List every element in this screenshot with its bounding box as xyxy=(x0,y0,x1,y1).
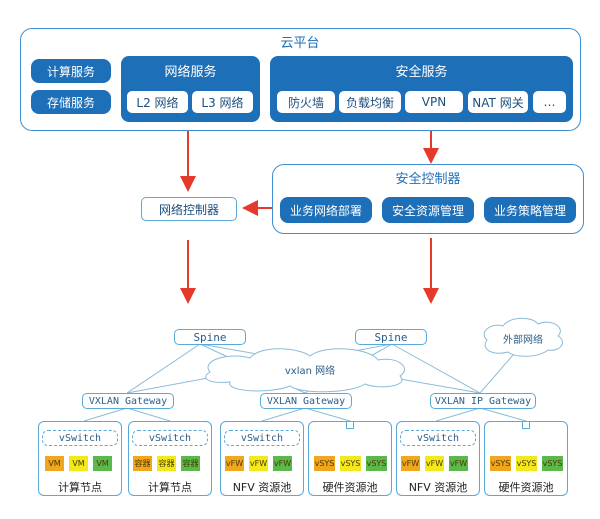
l2-network-chip: L2 网络 xyxy=(127,91,188,113)
vswitch-4: vSwitch xyxy=(400,430,476,446)
vfw-2: vFW xyxy=(249,456,268,471)
vsys-2: vSYS xyxy=(340,456,361,471)
vm-1: VM xyxy=(45,456,64,471)
hw-uplink-port-1 xyxy=(346,421,354,429)
container-3: 容器 xyxy=(181,456,200,471)
vsys-1: vSYS xyxy=(314,456,335,471)
network-service-title: 网络服务 xyxy=(164,64,217,80)
vxlan-gateway-2: VXLAN Gateway xyxy=(260,393,352,409)
vfw-5: vFW xyxy=(425,456,444,471)
vxlan-gateway-1: VXLAN Gateway xyxy=(82,393,174,409)
vfw-1: vFW xyxy=(225,456,244,471)
business-network-deploy-box: 业务网络部署 xyxy=(280,197,372,223)
l3-network-chip: L3 网络 xyxy=(192,91,253,113)
nat-gateway-chip: NAT 网关 xyxy=(468,91,528,113)
vxlan-ip-gateway: VXLAN IP Gateway xyxy=(430,393,536,409)
security-controller-title: 安全控制器 xyxy=(395,171,461,187)
security-service-title: 安全服务 xyxy=(395,64,448,80)
spine-left-node: Spine xyxy=(174,329,246,345)
network-controller-box: 网络控制器 xyxy=(141,197,237,221)
nfv-pool-caption-2: NFV 资源池 xyxy=(408,481,468,494)
cloud-platform-title: 云平台 xyxy=(280,35,320,51)
vfw-6: vFW xyxy=(449,456,468,471)
vswitch-1: vSwitch xyxy=(42,430,118,446)
vpn-chip: VPN xyxy=(405,91,463,113)
vswitch-3: vSwitch xyxy=(224,430,300,446)
vm-2: VM xyxy=(69,456,88,471)
vxlan-cloud-shape xyxy=(205,348,405,393)
vsys-4: vSYS xyxy=(490,456,511,471)
security-resource-mgmt-box: 安全资源管理 xyxy=(382,197,474,223)
container-1: 容器 xyxy=(133,456,152,471)
external-network-cloud-shape xyxy=(483,317,563,357)
compute-node-caption-1: 计算节点 xyxy=(58,481,102,494)
compute-node-caption-2: 计算节点 xyxy=(148,481,192,494)
nfv-pool-caption-1: NFV 资源池 xyxy=(232,481,292,494)
spine-right-node: Spine xyxy=(355,329,427,345)
vfw-3: vFW xyxy=(273,456,292,471)
vm-3: VM xyxy=(93,456,112,471)
hw-pool-caption-1: 硬件资源池 xyxy=(322,481,378,494)
vswitch-2: vSwitch xyxy=(132,430,208,446)
container-2: 容器 xyxy=(157,456,176,471)
load-balancer-chip: 负载均衡 xyxy=(339,91,401,113)
more-chip: … xyxy=(533,91,566,113)
business-policy-mgmt-box: 业务策略管理 xyxy=(484,197,576,223)
vsys-5: vSYS xyxy=(516,456,537,471)
hw-pool-caption-2: 硬件资源池 xyxy=(498,481,554,494)
compute-service-box: 计算服务 xyxy=(31,59,111,83)
hw-uplink-port-2 xyxy=(522,421,530,429)
vsys-3: vSYS xyxy=(366,456,387,471)
vxlan-network-label: vxlan 网络 xyxy=(284,365,336,377)
vfw-4: vFW xyxy=(401,456,420,471)
vsys-6: vSYS xyxy=(542,456,563,471)
firewall-chip: 防火墙 xyxy=(277,91,335,113)
external-network-label: 外部网络 xyxy=(503,334,543,346)
storage-service-box: 存储服务 xyxy=(31,90,111,114)
